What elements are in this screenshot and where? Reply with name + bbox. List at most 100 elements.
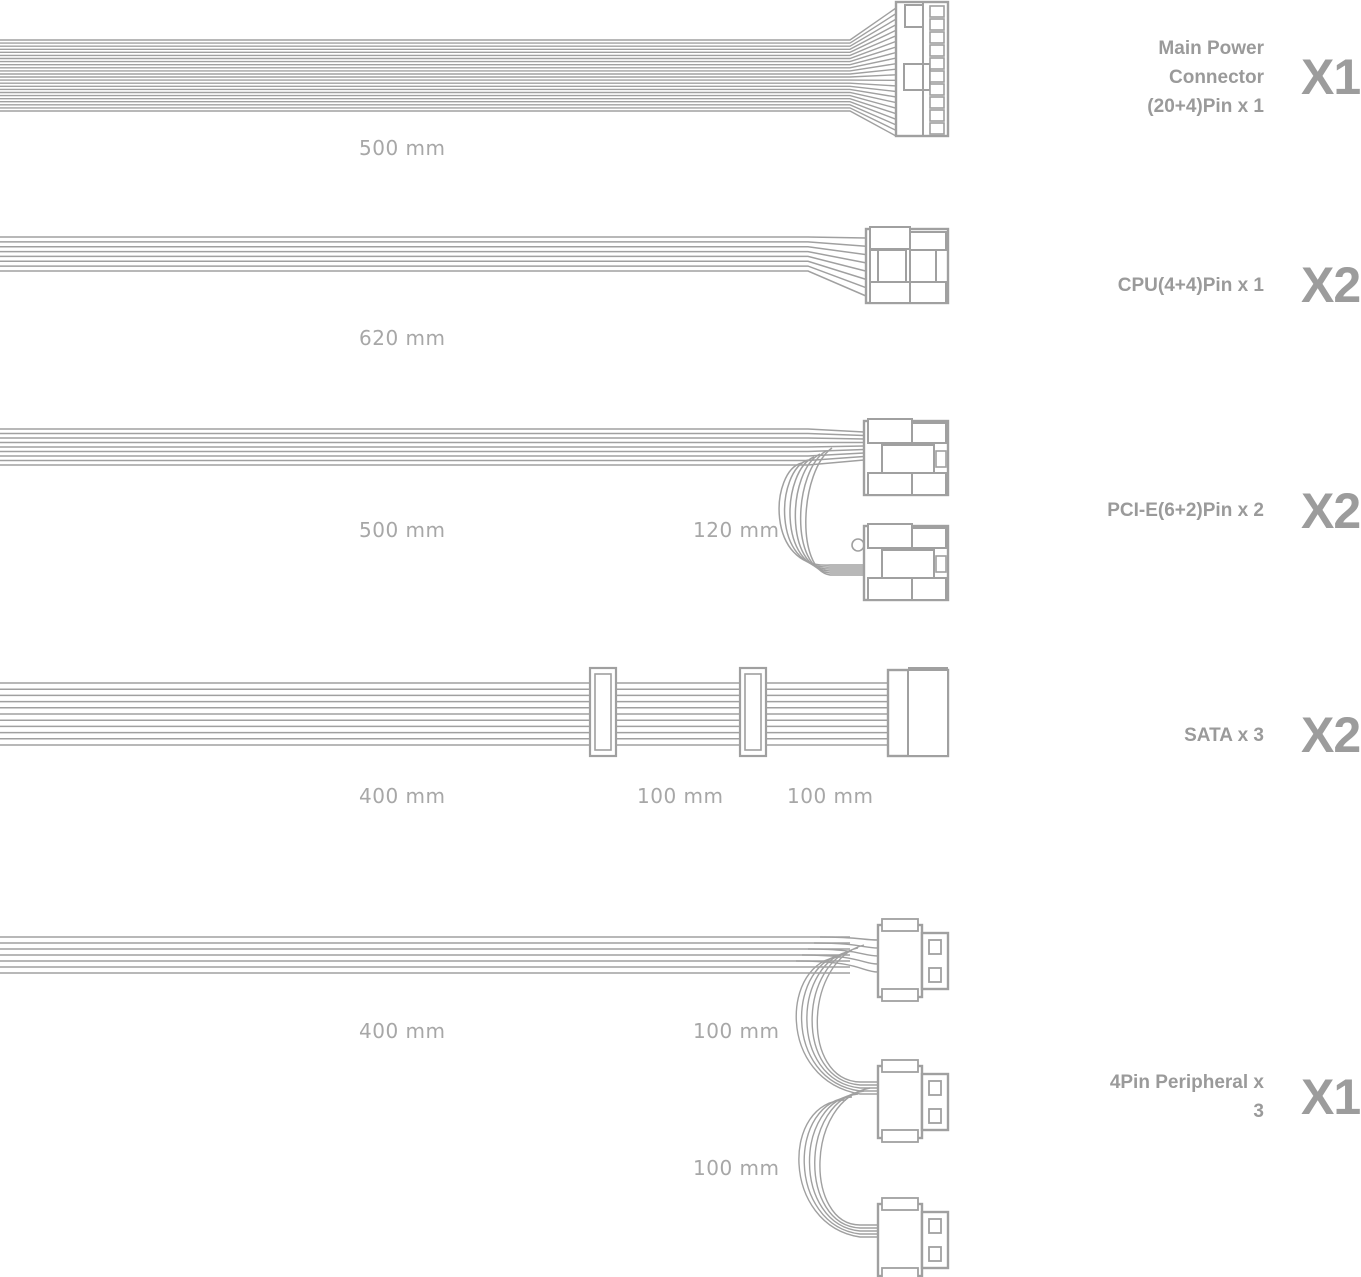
wire [0, 107, 897, 132]
wire [0, 448, 865, 453]
wire [807, 948, 879, 957]
connector-clip [881, 1197, 919, 1211]
length-label: 400 mm [359, 1019, 446, 1043]
connector-pin [929, 122, 945, 135]
molex-connector [876, 923, 924, 999]
connector-pin [929, 18, 945, 31]
wire [0, 437, 865, 440]
quantity-label: X2 [1301, 257, 1361, 313]
wire [0, 94, 897, 109]
connector-clip [911, 472, 947, 496]
connector-name: Main Power Connector (20+4)Pin x 1 [1147, 38, 1264, 117]
connector-clip [867, 418, 913, 444]
sata-node [744, 673, 762, 751]
wire [0, 46, 897, 63]
connector-latch [881, 549, 935, 579]
wire [0, 432, 865, 437]
wire [0, 29, 897, 53]
connector-pin [928, 1080, 942, 1096]
wire [0, 245, 867, 256]
connector-clip [909, 231, 947, 251]
wire [794, 453, 864, 572]
wire [0, 265, 867, 289]
wire [803, 1096, 878, 1235]
length-label: 100 mm [637, 784, 724, 808]
length-label: 620 mm [359, 326, 446, 350]
wire [0, 57, 897, 69]
connector-clip [911, 422, 947, 444]
wire [805, 447, 864, 576]
wire [814, 1090, 878, 1229]
wire [0, 18, 897, 47]
wire [0, 255, 867, 272]
wire [0, 63, 897, 72]
wire [819, 936, 879, 941]
connector-latch [881, 444, 935, 474]
length-label: 500 mm [359, 136, 446, 160]
length-label: 100 mm [787, 784, 874, 808]
connector-clip [911, 527, 947, 549]
wire [0, 74, 897, 78]
connector-pin [928, 939, 942, 955]
wire [799, 450, 864, 574]
wire [808, 1093, 878, 1232]
wire [795, 960, 879, 973]
wire [0, 455, 865, 462]
connector-pin [928, 1108, 942, 1124]
wire [0, 104, 897, 126]
wire [0, 236, 867, 239]
wire [789, 456, 864, 570]
wire [0, 270, 867, 297]
wire [0, 13, 897, 44]
wire [816, 944, 878, 1083]
length-label: 500 mm [359, 518, 446, 542]
connector-clip [867, 472, 913, 496]
sata-connector [907, 669, 949, 757]
connector-clip [867, 577, 913, 601]
connector-pin [935, 555, 947, 573]
wire [0, 241, 867, 248]
connector-pin [929, 44, 945, 57]
connector-pin [929, 57, 945, 70]
wire [0, 250, 867, 264]
connector-clip [867, 523, 913, 549]
wire [801, 954, 879, 965]
connector-pin [928, 1218, 942, 1234]
connector-clip [881, 988, 919, 1002]
wire [0, 452, 865, 457]
wire [798, 1099, 878, 1238]
quantity-label: X2 [1301, 483, 1361, 539]
wire [0, 88, 897, 98]
quantity-label: X2 [1301, 707, 1361, 763]
wire [0, 101, 897, 120]
connector-clip [869, 281, 911, 304]
connector-clip [911, 577, 947, 601]
connector-pin [929, 83, 945, 96]
connector-latch [869, 249, 907, 283]
connector-clip [881, 918, 919, 932]
wire [0, 24, 897, 50]
wire [0, 91, 897, 104]
connector-name: 4Pin Peripheral x 3 [1109, 1072, 1264, 1122]
connector-pin [929, 109, 945, 122]
connector-pin [928, 1246, 942, 1262]
length-label: 120 mm [693, 518, 780, 542]
molex-connector [876, 1202, 924, 1277]
connector-clip [903, 63, 931, 91]
wire [819, 1087, 878, 1226]
connector-clip [881, 1129, 919, 1143]
connector-pin [929, 5, 945, 18]
wire [0, 82, 897, 87]
connector-clip [881, 1267, 919, 1277]
connector-name: SATA x 3 [1184, 725, 1264, 746]
wire [0, 51, 897, 66]
molex-connector [876, 1064, 924, 1140]
connector-pin [935, 450, 947, 468]
wire [0, 260, 867, 281]
wire [0, 68, 897, 75]
length-label: 100 mm [693, 1156, 780, 1180]
wire [783, 459, 864, 568]
quantity-label: X1 [1301, 49, 1361, 105]
